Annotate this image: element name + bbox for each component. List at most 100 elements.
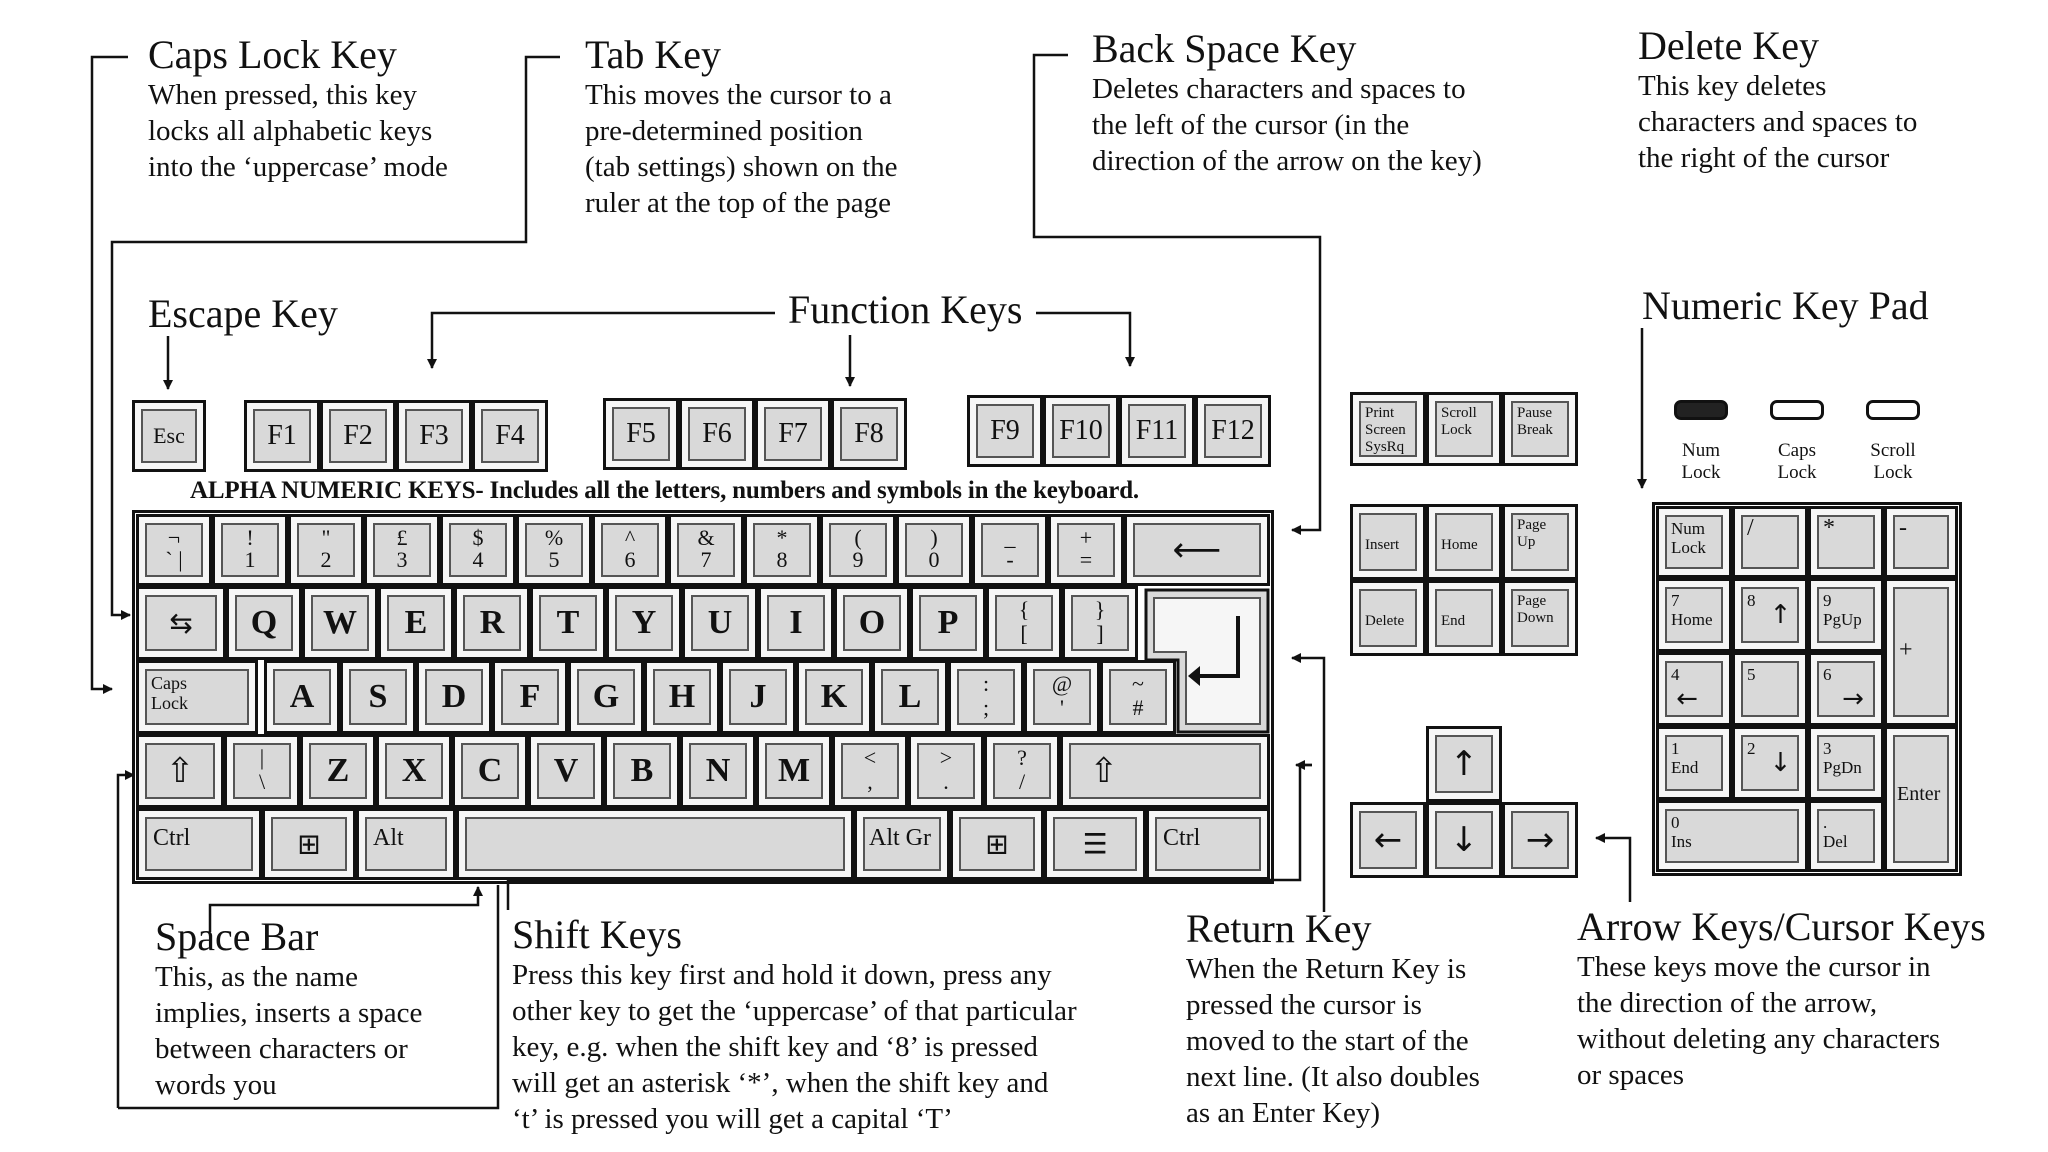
shift-desc-3: key, e.g. when the shift key and ‘8’ is … [512,1031,1038,1063]
space-bar-leader [208,886,483,932]
function-keys-label: Function Keys [788,287,1023,332]
delete-desc-2: characters and spaces to [1638,106,1918,138]
caps-lock-callout: Caps Lock Key When pressed, this key loc… [148,33,448,185]
tab-arrows-icon: ⇆ [169,606,193,640]
f10-label: F10 [1059,415,1103,446]
left-ctrl-label: Ctrl [153,825,191,851]
numpad-4-key: 4← [1656,652,1732,726]
numpad-0-key: 0 Ins [1656,800,1808,872]
scroll-lock-key: Scroll Lock [1426,392,1502,466]
function-leader-right [1036,311,1135,367]
page-up-label: Page Up [1517,517,1547,550]
f6-key: F6 [679,398,755,470]
key-t-label: T [556,604,580,641]
numpad-9-label: 9 PgUp [1823,591,1862,629]
return-desc-4: next line. (It also doubles [1186,1061,1480,1093]
insert-key: Insert [1350,504,1426,580]
key-9: (9 [820,514,896,586]
comma-top: < [863,745,877,770]
f10-key: F10 [1043,395,1119,467]
return-desc-1: When the Return Key is [1186,953,1467,985]
caps-lock-title: Caps Lock Key [148,32,397,77]
numpad-star-key: * [1808,506,1884,578]
key-b-label: B [630,752,654,789]
right-shift-key: ⇧ [1060,734,1270,808]
minus-key: _- [972,514,1048,586]
numpad-slash-label: / [1747,515,1754,541]
left-bracket-key: {[ [986,586,1062,660]
up-arrow-key: ↑ [1426,726,1502,802]
tab-key: ⇆ [136,586,226,660]
numpad-enter-key: Enter [1884,726,1958,872]
key-7: &7 [668,514,744,586]
back-space-desc-3: direction of the arrow on the key) [1092,145,1482,177]
delete-key: Delete [1350,580,1426,656]
back-space-desc-1: Deletes characters and spaces to [1092,73,1466,105]
numpad-3-label: 3 PgDn [1823,739,1862,777]
left-shift-key: ⇧ [136,734,224,808]
scroll-lock-indicator [1866,400,1920,420]
apostrophe-bot: ' [1060,695,1064,720]
arrow-keys-title: Arrow Keys/Cursor Keys [1577,904,1986,949]
f1-key: F1 [244,400,320,472]
period-top: > [939,745,953,770]
key-n: N [680,734,756,808]
arrow-left-icon: ← [1373,820,1403,860]
key-j-label: J [749,678,767,715]
key-f-label: F [519,678,541,715]
key-x: X [376,734,452,808]
numpad-2-label: 2 [1747,739,1756,758]
windows-logo-icon-right: ⊞ [985,827,1009,861]
space-bar-title: Space Bar [155,914,319,959]
f2-key: F2 [320,400,396,472]
key-z: Z [300,734,376,808]
key-r: R [454,586,530,660]
f4-key: F4 [472,400,548,472]
hash-key: ~# [1100,660,1176,734]
numpad-up-arrow-icon: ↑ [1769,600,1792,630]
key-i-label: I [789,604,803,641]
key-3-top: £ [396,525,408,550]
space-bar-key [456,808,854,880]
apostrophe-key: @' [1024,660,1100,734]
tab-leader [110,55,560,620]
comma-bot: , [867,769,873,794]
key-q: Q [226,586,302,660]
tab-title: Tab Key [585,32,722,77]
return-desc-3: moved to the start of the [1186,1025,1469,1057]
escape-key-label: Escape Key [148,291,338,336]
left-bracket-bot: [ [1020,621,1028,646]
space-bar-callout: Space Bar This, as the name implies, ins… [155,915,422,1103]
key-3: £3 [364,514,440,586]
space-bar-desc-4: words you [155,1069,277,1101]
key-7-top: & [697,525,715,550]
left-windows-key: ⊞ [262,808,356,880]
key-u: U [682,586,758,660]
caps-lock-desc-3: into the ‘uppercase’ mode [148,151,448,183]
back-space-desc-2: the left of the cursor (in the [1092,109,1410,141]
slash-key: ?/ [984,734,1060,808]
key-o-label: O [858,604,886,641]
key-6-top: ^ [624,525,636,550]
windows-logo-icon: ⊞ [297,827,321,861]
key-a: A [264,660,340,734]
key-2-top: " [321,525,331,550]
key-h: H [644,660,720,734]
key-y: Y [606,586,682,660]
numpad-6-label: 6 [1823,665,1832,684]
space-bar-desc-1: This, as the name [155,961,358,993]
backtick-bot: ` | [165,547,183,572]
key-w: W [302,586,378,660]
alt-gr-label: Alt Gr [869,825,931,851]
key-8-bot: 8 [776,547,788,572]
key-e: E [378,586,454,660]
f7-label: F7 [778,418,808,449]
right-arrow-key: → [1502,802,1578,878]
apostrophe-top: @ [1051,671,1073,696]
arrow-keys-leader [1595,833,1632,902]
semicolon-bot: ; [982,695,990,720]
numpad-8-key: 8↑ [1732,578,1808,652]
key-j: J [720,660,796,734]
arrow-right-icon: → [1525,820,1555,860]
